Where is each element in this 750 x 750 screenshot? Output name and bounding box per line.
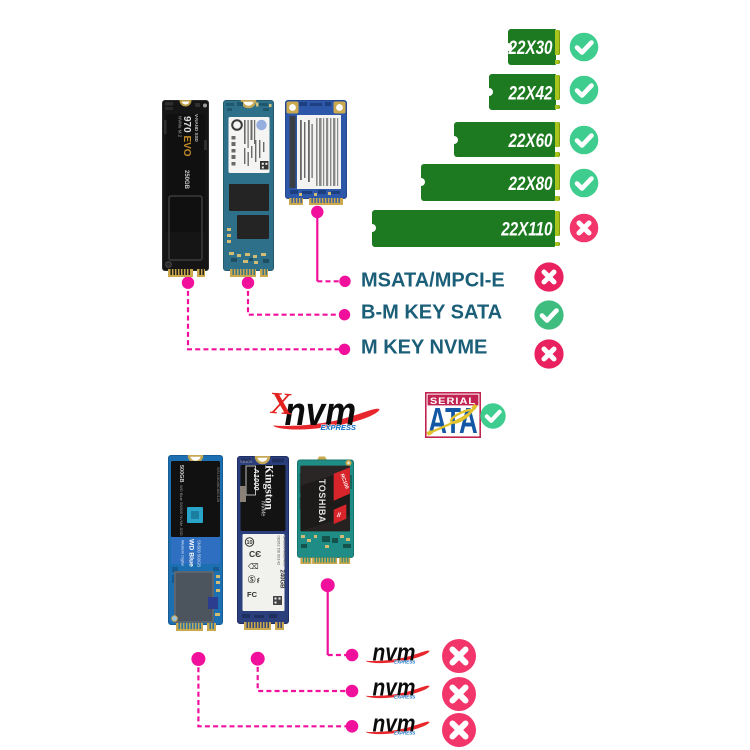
svg-text:250GB: 250GB xyxy=(183,170,189,190)
svg-text:V-NAND SSD: V-NAND SSD xyxy=(194,114,199,143)
svg-text:10: 10 xyxy=(246,540,252,546)
svg-text:SN500 500GB: SN500 500GB xyxy=(196,540,201,567)
svg-text:X: X xyxy=(269,389,294,419)
svg-text:EXPRESS: EXPRESS xyxy=(394,730,415,735)
svg-text:nvm: nvm xyxy=(285,391,357,433)
svg-text:22X42: 22X42 xyxy=(508,81,553,103)
svg-text:EXPRESS: EXPRESS xyxy=(394,694,415,699)
svg-text:EXPRESS: EXPRESS xyxy=(321,423,356,432)
svg-text:500GB: 500GB xyxy=(178,465,184,482)
svg-text:Western Digital: Western Digital xyxy=(180,540,184,566)
svg-text:ATA: ATA xyxy=(428,400,477,437)
svg-text:nvm: nvm xyxy=(373,675,416,701)
svg-text:FC: FC xyxy=(247,590,258,599)
svg-text:nvm: nvm xyxy=(373,711,416,737)
svg-text:EXPRESS: EXPRESS xyxy=(394,659,415,664)
svg-text:SERIAL: SERIAL xyxy=(430,396,476,406)
svg-text:nvm: nvm xyxy=(373,640,416,666)
svg-text:A1000: A1000 xyxy=(252,468,259,491)
svg-text:22X30: 22X30 xyxy=(508,36,553,58)
svg-text:970 EVO: 970 EVO xyxy=(181,116,192,157)
svg-text:S/N 19048C800126: S/N 19048C800126 xyxy=(216,467,221,503)
svg-text:SA1000M8/240G: SA1000M8/240G xyxy=(282,536,287,567)
svg-text:SA400: SA400 xyxy=(239,459,252,464)
svg-text:22X80: 22X80 xyxy=(508,172,553,194)
svg-text:ẜ: ẜ xyxy=(256,577,260,585)
svg-text:Ⓢ: Ⓢ xyxy=(248,574,256,584)
svg-text:NVMe: NVMe xyxy=(259,501,265,516)
svg-text:22X110: 22X110 xyxy=(500,218,552,240)
svg-text:TOSHIBA: TOSHIBA xyxy=(317,479,327,523)
svg-text:WD Blue: WD Blue xyxy=(187,539,194,567)
svg-text:RC100: RC100 xyxy=(338,473,349,490)
svg-text:240GB: 240GB xyxy=(278,570,284,590)
svg-text:NVMe M.2: NVMe M.2 xyxy=(178,116,183,138)
svg-text:08262 D8 00142: 08262 D8 00142 xyxy=(276,536,281,566)
svg-text:⌫: ⌫ xyxy=(248,562,259,571)
svg-text:22X60: 22X60 xyxy=(508,129,553,151)
svg-text:WD Blue SN500 NVMe SSD: WD Blue SN500 NVMe SSD xyxy=(179,485,184,536)
svg-text://: // xyxy=(336,512,342,519)
svg-text:CЄ: CЄ xyxy=(249,549,261,559)
svg-text:Kingston: Kingston xyxy=(262,465,274,510)
